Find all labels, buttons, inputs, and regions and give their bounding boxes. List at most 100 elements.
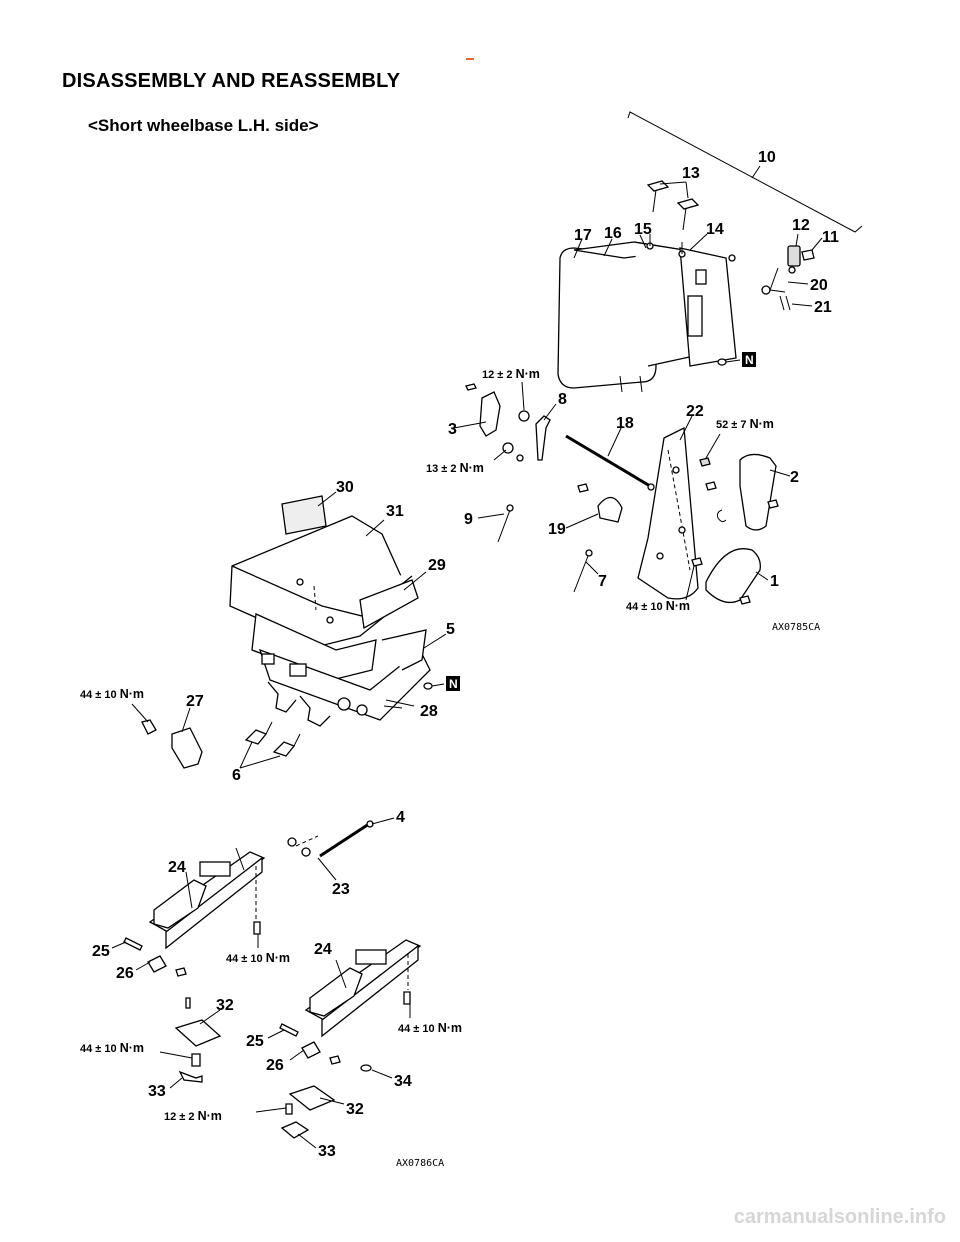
leader-torque-44-left (131, 703, 149, 723)
leader-20 (787, 281, 809, 285)
leader-2 (769, 469, 791, 477)
watermark: carmanualsonline.info (733, 1206, 946, 1228)
rail-clips-upper (123, 937, 187, 977)
callout-34: 34 (394, 1073, 412, 1090)
leader-8 (543, 403, 557, 421)
torque-label: 44 ± 10 N·m (80, 687, 144, 701)
washer-18 (647, 483, 655, 491)
callout-21: 21 (814, 299, 832, 316)
callout-10: 10 (758, 149, 776, 166)
figure-seat-assembly: N (131, 111, 863, 769)
callout-32: 32 (216, 997, 234, 1014)
page-subtitle: <Short wheelbase L.H. side> (88, 116, 319, 135)
seat-rail-lower (304, 939, 422, 1038)
torque-label: 52 ± 7 N·m (716, 417, 774, 431)
seat-rail-upper (148, 847, 266, 950)
leader-18 (607, 425, 623, 457)
leader-torque-44-right (685, 565, 695, 601)
callout-3: 3 (448, 421, 457, 438)
leader-33b (297, 1133, 317, 1149)
washer-34 (360, 1064, 372, 1072)
recliner-frame-22 (637, 426, 717, 600)
callout-17: 17 (574, 227, 592, 244)
anchor-parts-upper (174, 997, 222, 1083)
leader-32a (199, 1009, 221, 1025)
callout-25: 25 (92, 943, 110, 960)
rail-clips-lower (279, 1023, 341, 1065)
leader-11 (811, 237, 823, 251)
figure2-torques: 44 ± 10 N·m 44 ± 10 N·m 44 ± 10 N·m 12 ±… (80, 951, 462, 1123)
callout-1: 1 (770, 573, 779, 590)
anchor-parts-lower (280, 1085, 336, 1139)
torque-label: 12 ± 2 N·m (164, 1109, 222, 1123)
callout-26-lower: 26 (266, 1057, 284, 1074)
leader-23 (317, 857, 337, 881)
leader-34 (371, 1069, 393, 1079)
callout-7: 7 (598, 573, 607, 590)
callout-22: 22 (686, 403, 704, 420)
replace-part-n: N (745, 353, 754, 367)
figure-code: AX0785CA (772, 622, 820, 633)
leader-17 (573, 238, 583, 259)
recliner-rod-18 (565, 434, 651, 488)
leader-27 (181, 707, 191, 733)
callout-33: 33 (148, 1083, 166, 1100)
leader-5 (423, 633, 447, 649)
replace-part-mark-2 (446, 676, 460, 691)
callout-24-lower: 24 (314, 941, 332, 958)
callout-8: 8 (558, 391, 567, 408)
leader-6a (239, 741, 253, 769)
headrest-stay-parts (646, 180, 700, 231)
callout-30: 30 (336, 479, 354, 496)
callout-2: 2 (790, 469, 799, 486)
leader-6b (239, 755, 281, 769)
callout-15: 15 (634, 221, 652, 238)
callout-13: 13 (682, 165, 700, 182)
callout-33-lower: 33 (318, 1143, 336, 1160)
callout-11: 11 (822, 229, 839, 246)
leader-16 (603, 238, 613, 257)
leader-33a (169, 1077, 183, 1089)
leader-1 (755, 571, 769, 581)
recliner-lever-parts (761, 245, 815, 311)
recliner-cover-2 (739, 453, 779, 531)
callout-23: 23 (332, 881, 350, 898)
leader-3 (453, 421, 487, 429)
callout-25-lower: 25 (246, 1033, 264, 1050)
leader-14 (689, 233, 708, 251)
callout-19: 19 (548, 521, 566, 538)
leader-32b (319, 1097, 345, 1105)
callout-6: 6 (232, 767, 241, 784)
leader-15 (639, 234, 647, 249)
page-title: DISASSEMBLY AND REASSEMBLY (62, 70, 401, 92)
leader-torque-anchor-b (255, 1107, 287, 1113)
callout-12: 12 (792, 217, 810, 234)
replace-part-n-2: N (449, 677, 458, 691)
torque-label: 44 ± 10 N·m (226, 951, 290, 965)
callout-31: 31 (386, 503, 404, 520)
leader-torque-52 (705, 433, 721, 459)
o-ring-cushion (423, 682, 433, 690)
leader-30 (317, 491, 337, 507)
callout-24: 24 (168, 859, 186, 876)
leader-29 (403, 571, 427, 591)
o-ring-seatback (717, 358, 727, 366)
replace-part-mark (742, 352, 756, 367)
header-mark (466, 58, 474, 60)
figure2-callouts: 4 24 23 25 26 24 32 25 26 34 33 32 33 (92, 809, 412, 1160)
group-bracket-10 (627, 111, 863, 233)
cable-6 (244, 721, 301, 757)
callout-9: 9 (464, 511, 473, 528)
leader-10 (751, 165, 761, 179)
callout-5: 5 (446, 621, 455, 638)
figure1-torques: 12 ± 2 N·m 13 ± 2 N·m 52 ± 7 N·m 44 ± 10… (80, 367, 774, 701)
figure1-callouts: 10 13 12 11 17 16 15 14 20 21 8 3 18 22 … (186, 149, 839, 784)
recliner-cover-1 (705, 548, 761, 605)
torque-label: 44 ± 10 N·m (626, 599, 690, 613)
figure-seat-rails (111, 817, 422, 1149)
callout-28: 28 (420, 703, 438, 720)
leader-31 (365, 519, 385, 537)
leader-26b (289, 1049, 305, 1061)
leader-7 (585, 561, 599, 575)
